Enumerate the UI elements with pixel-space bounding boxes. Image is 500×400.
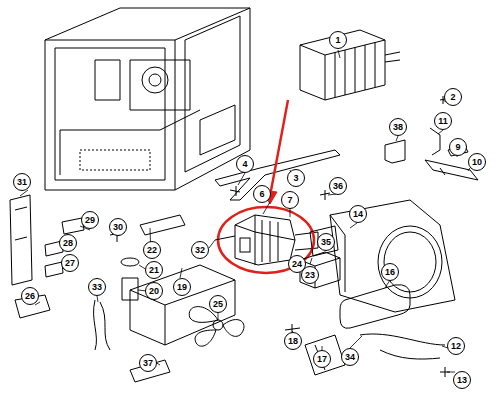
bracket <box>310 226 338 256</box>
callout-number: 38 <box>389 118 407 136</box>
air-duct <box>130 265 235 345</box>
callout-number: 20 <box>145 282 163 300</box>
callout-number: 14 <box>349 205 367 223</box>
callout-number: 33 <box>88 278 106 296</box>
callout-number: 6 <box>253 185 271 203</box>
wire <box>430 128 440 155</box>
callout-number: 3 <box>287 169 305 187</box>
capacitor <box>340 285 410 329</box>
callout-number: 1 <box>329 31 347 49</box>
callout-number: 18 <box>284 332 302 350</box>
coupler <box>121 258 139 266</box>
wire <box>94 300 110 350</box>
callout-number: 22 <box>143 241 161 259</box>
door-switch-bracket <box>10 195 32 285</box>
callout-number: 4 <box>236 155 254 173</box>
callout-number: 32 <box>191 241 209 259</box>
callout-number: 36 <box>329 177 347 195</box>
cabinet-frame <box>45 8 250 190</box>
callout-number: 17 <box>313 350 331 368</box>
highlight-arrow <box>270 100 288 196</box>
transformer <box>300 30 400 100</box>
fan-motor <box>300 252 340 288</box>
callout-number: 19 <box>173 278 191 296</box>
callout-number: 2 <box>444 88 462 106</box>
leader-lines <box>20 50 470 372</box>
callout-number: 13 <box>453 371 471 389</box>
callout-number: 10 <box>468 153 486 171</box>
callout-number: 37 <box>139 354 157 372</box>
bracket <box>305 335 345 375</box>
callout-number: 21 <box>145 261 163 279</box>
callout-number: 27 <box>61 254 79 272</box>
callout-number: 16 <box>381 263 399 281</box>
callout-number: 7 <box>281 191 299 209</box>
callout-number: 29 <box>81 211 99 229</box>
bracket <box>385 140 405 163</box>
callout-number: 24 <box>288 255 306 273</box>
callout-number: 11 <box>434 112 452 130</box>
callout-number: 25 <box>209 295 227 313</box>
callout-number: 35 <box>317 233 335 251</box>
highlight-circle <box>218 207 314 273</box>
lever <box>140 215 185 235</box>
callout-number: 31 <box>13 173 31 191</box>
wire-harness <box>360 334 445 359</box>
fan-housing <box>330 200 455 312</box>
motor <box>122 278 138 300</box>
callout-number: 28 <box>59 234 77 252</box>
screw <box>215 236 235 240</box>
callout-number: 12 <box>447 337 465 355</box>
callout-number: 26 <box>21 287 39 305</box>
screw <box>230 186 240 196</box>
callout-number: 9 <box>449 138 467 156</box>
callout-number: 34 <box>341 348 359 366</box>
callout-number: 30 <box>109 218 127 236</box>
